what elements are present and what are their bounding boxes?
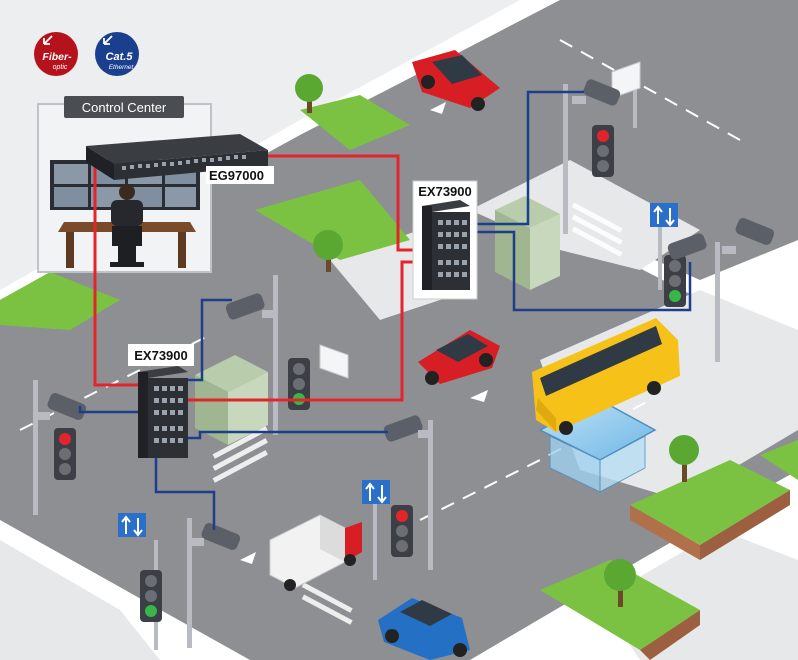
eth-left-to-camera-5 — [186, 430, 388, 440]
core-switch-eg97000 — [86, 134, 268, 180]
fiber-optic-sublabel: optic — [53, 64, 68, 71]
traffic-light-icon — [664, 255, 686, 307]
cat5-ethernet-sublabel: Ethernet — [109, 64, 135, 71]
traffic-light-icon — [288, 358, 310, 410]
fiber-optic-icon: Fiber- optic — [34, 32, 78, 76]
traffic-light-icon — [140, 570, 162, 622]
cat5-ethernet-icon: Cat.5 Ethernet — [95, 32, 139, 76]
traffic-light-icon — [391, 505, 413, 557]
eth-top-to-camera-1 — [470, 90, 584, 226]
control-center: Control Center — [37, 96, 212, 273]
cat5-ethernet-label: Cat.5 — [106, 51, 134, 63]
switch-left-label: EX73900 — [134, 348, 188, 363]
cctv-camera-icon — [667, 233, 707, 260]
cctv-camera-icon — [722, 217, 775, 254]
bus-icon — [532, 318, 680, 435]
road-sign-icon — [118, 513, 146, 537]
core-switch-label-bg — [206, 166, 274, 184]
car-icon — [418, 330, 500, 385]
fiber-core-to-left-switch — [93, 165, 143, 387]
eth-top-to-camera-2 — [470, 230, 692, 312]
cctv-camera-icon — [383, 415, 432, 442]
bus-shelter — [538, 399, 657, 493]
traffic-light-icon — [592, 125, 614, 177]
operator — [110, 184, 144, 267]
traffic-light-icon — [54, 428, 76, 480]
truck-icon — [269, 514, 362, 591]
fiber-top-to-left-switch — [188, 260, 422, 402]
fiber-optic-links — [93, 154, 422, 402]
car-icon — [378, 598, 470, 660]
eth-left-to-camera-3 — [186, 298, 232, 382]
control-center-title: Control Center — [82, 100, 167, 115]
fiber-core-to-top-switch — [262, 154, 422, 252]
cctv-camera-icon — [190, 522, 241, 550]
core-switch-label: EG97000 — [209, 168, 264, 183]
switch-top-label: EX73900 — [418, 184, 472, 199]
fiber-optic-label: Fiber- — [42, 51, 72, 63]
ethernet-links — [78, 90, 692, 530]
switch-ex73900-left: EX73900 — [128, 344, 194, 458]
cctv-camera-icon — [572, 79, 621, 106]
eth-left-to-camera-4 — [78, 406, 143, 414]
tree-icon — [313, 230, 343, 272]
car-icon — [412, 50, 500, 111]
switch-ex73900-top: EX73900 — [412, 180, 478, 300]
cctv-camera-icon — [36, 392, 87, 420]
tree-icon — [295, 74, 323, 113]
tree-icon — [604, 559, 636, 607]
billboard — [319, 61, 641, 379]
cctv-camera-icon — [225, 293, 276, 320]
road-sign-icon — [650, 203, 678, 227]
street-cabinet — [195, 355, 268, 445]
tree-icon — [669, 435, 699, 482]
eth-left-to-camera-6 — [154, 458, 216, 530]
switch-left-label-bg — [128, 344, 194, 366]
road-sign-icon — [362, 480, 390, 504]
